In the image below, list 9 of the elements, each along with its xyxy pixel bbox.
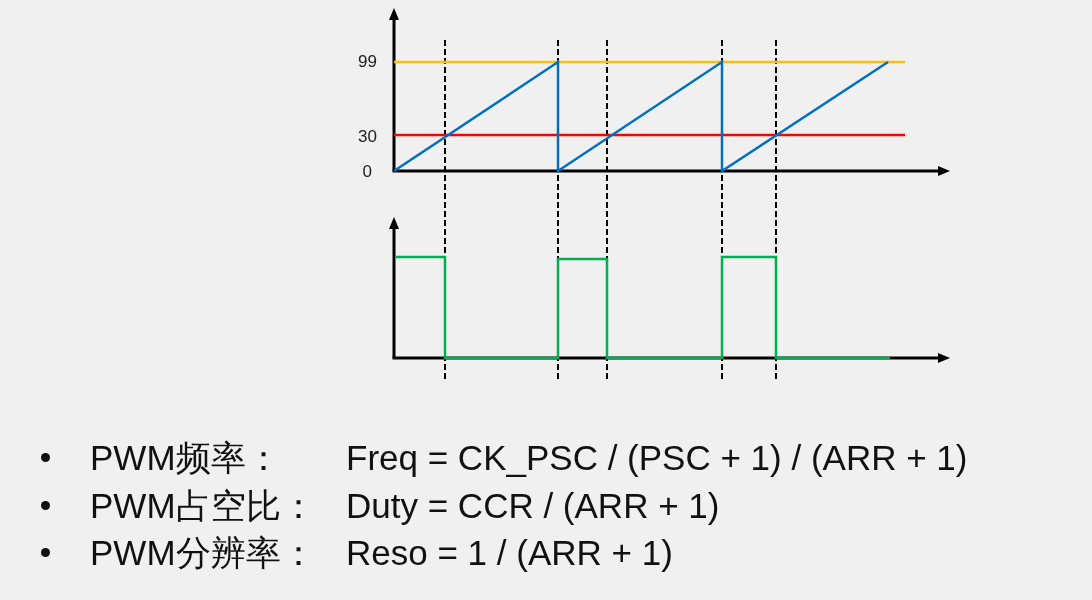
term-label: PWM频率：: [90, 437, 281, 479]
formula-text: Duty = CCR / (ARR + 1): [346, 485, 720, 527]
term-label: PWM占空比：: [90, 485, 316, 527]
axis-tick-label: 30: [358, 127, 377, 147]
term-label: PWM分辨率：: [90, 532, 316, 574]
axis-tick-label: 0: [362, 162, 372, 182]
formula-text: Reso = 1 / (ARR + 1): [346, 532, 673, 574]
axis-tick-label: 99: [358, 52, 377, 72]
formula-text: Freq = CK_PSC / (PSC + 1) / (ARR + 1): [346, 437, 968, 479]
